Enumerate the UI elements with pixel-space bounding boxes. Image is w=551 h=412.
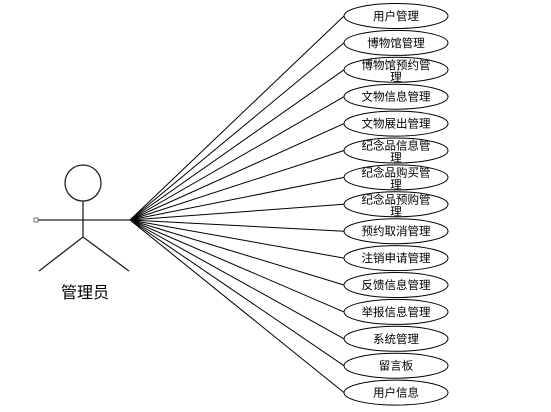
use-case-label: 文物信息管理 <box>362 90 431 104</box>
use-case-oval <box>343 56 449 83</box>
association-line <box>129 219 345 367</box>
actor-arm-endpoint <box>33 217 39 223</box>
association-line <box>129 219 345 393</box>
use-case-label: 反馈信息管理 <box>362 278 431 292</box>
use-case-oval <box>343 218 449 245</box>
use-case-label: 理 <box>390 204 402 218</box>
association-line <box>129 123 345 221</box>
use-case-oval <box>343 379 449 406</box>
use-case-label: 纪念品预购管 <box>362 192 431 206</box>
use-case-label: 注销申请管理 <box>362 251 431 265</box>
association-links <box>129 15 345 393</box>
association-line <box>129 219 345 232</box>
use-case-label: 举报信息管理 <box>362 305 431 319</box>
use-case-oval <box>343 110 449 137</box>
use-case-list: 用户管理博物馆管理博物馆预约管理文物信息管理文物展出管理纪念品信息管理纪念品购买… <box>343 3 449 406</box>
use-case-oval <box>343 245 449 272</box>
use-case-label: 理 <box>390 151 402 165</box>
use-case: 预约取消管理 <box>343 218 449 245</box>
use-case-oval <box>343 298 449 325</box>
use-case: 文物展出管理 <box>343 110 449 137</box>
use-case-oval <box>343 191 449 218</box>
use-case-oval <box>343 272 449 298</box>
use-case: 用户管理 <box>343 3 449 29</box>
use-case-label: 系统管理 <box>373 332 419 346</box>
use-case: 博物馆管理 <box>343 29 449 56</box>
use-case-label: 理 <box>390 70 402 84</box>
use-case: 文物信息管理 <box>343 83 449 110</box>
use-case: 用户信息 <box>343 379 449 406</box>
use-case: 注销申请管理 <box>343 245 449 272</box>
use-case: 留言板 <box>343 352 449 379</box>
association-line <box>129 42 345 221</box>
association-line <box>129 219 345 340</box>
association-line <box>129 219 345 286</box>
use-case-label: 留言板 <box>379 359 414 373</box>
use-case-oval <box>343 29 449 56</box>
use-case-label: 纪念品信息管 <box>362 139 431 153</box>
use-case-oval <box>343 3 449 29</box>
association-line <box>129 15 345 221</box>
association-line <box>129 176 345 221</box>
actor-left-leg <box>38 236 84 272</box>
use-case-oval <box>343 164 449 191</box>
association-line <box>129 69 345 221</box>
association-line <box>129 96 345 221</box>
actor-label: 管理员 <box>61 283 109 302</box>
use-case: 系统管理 <box>343 325 449 352</box>
use-case-label: 博物馆管理 <box>367 36 425 50</box>
actor-admin: 管理员 <box>33 164 132 302</box>
use-case-label: 用户信息 <box>373 386 419 400</box>
use-case: 举报信息管理 <box>343 298 449 325</box>
use-case-oval <box>343 352 449 379</box>
use-case-label: 文物展出管理 <box>362 117 431 131</box>
use-case-label: 预约取消管理 <box>362 224 431 238</box>
use-case-oval <box>343 83 449 110</box>
use-case-oval <box>343 325 449 352</box>
use-case-label: 博物馆预约管 <box>362 58 431 72</box>
association-line <box>129 150 345 221</box>
association-line <box>129 203 345 221</box>
association-line <box>129 219 345 259</box>
use-case-oval <box>343 137 449 164</box>
association-line <box>129 219 345 313</box>
use-case-label: 用户管理 <box>373 9 419 23</box>
actor-head <box>64 164 102 202</box>
use-case-label: 理 <box>390 177 402 191</box>
use-case-label: 纪念品购买管 <box>362 165 431 179</box>
use-case: 反馈信息管理 <box>343 272 449 298</box>
actor-right-leg <box>82 236 130 272</box>
